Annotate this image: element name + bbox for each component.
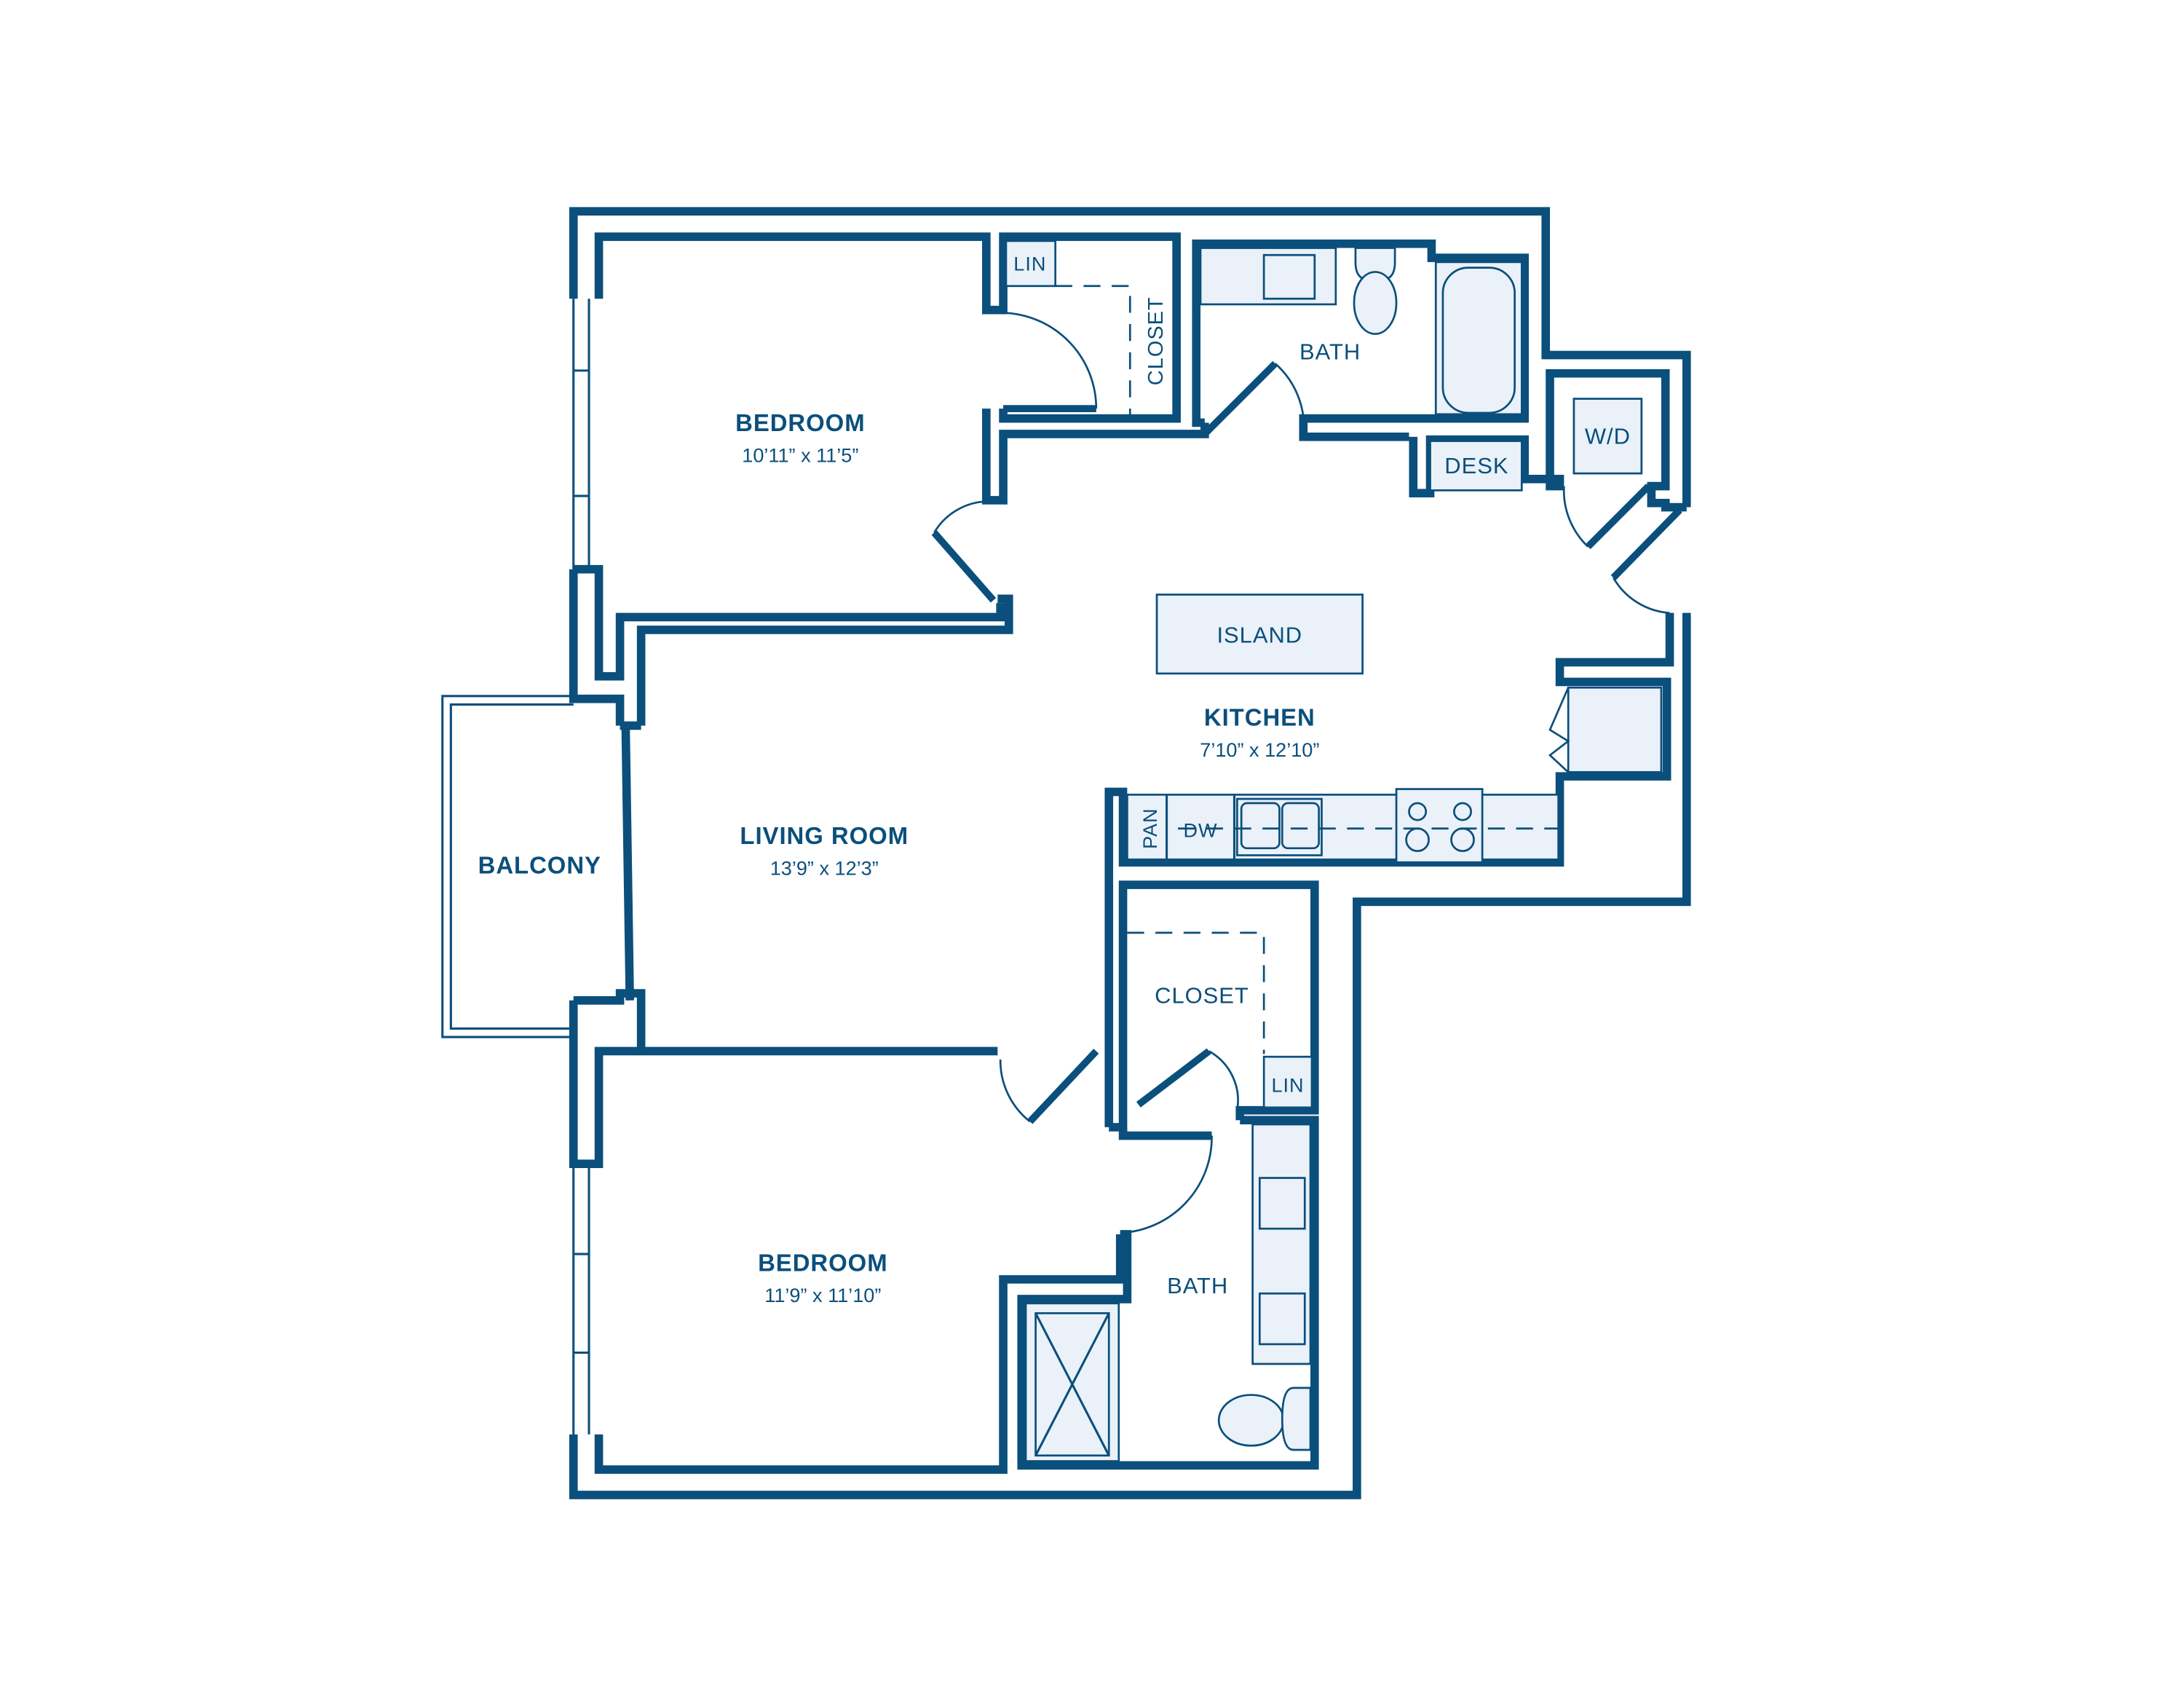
closet-2: LIN CLOSET (1109, 880, 1319, 1132)
linen-shelf-2 (1262, 1055, 1313, 1109)
bath-1-label: BATH (1299, 339, 1361, 364)
desk (1429, 440, 1523, 492)
bedroom-2-label: BEDROOM (758, 1249, 887, 1276)
washer-dryer (1572, 398, 1643, 475)
sink-icon (1262, 253, 1316, 300)
kitchen-island (1155, 593, 1364, 675)
bathtub-icon (1441, 267, 1516, 414)
bedroom-2: BEDROOM 11’9” x 11’10” (758, 1249, 887, 1306)
bedroom-1-label: BEDROOM (735, 409, 865, 436)
kitchen-counter (1126, 793, 1559, 861)
toilet-tank-icon (1281, 1387, 1312, 1451)
refrigerator-icon (1567, 686, 1663, 773)
dishwasher-label: DW (1183, 819, 1217, 841)
living-room-dimensions: 13’9” x 12’3” (770, 857, 879, 880)
living-room: LIVING ROOM 13’9” x 12’3” (740, 822, 1099, 1124)
living-room-label: LIVING ROOM (740, 822, 909, 849)
bedroom-2-dimensions: 11’9” x 11’10” (764, 1284, 881, 1306)
toilet-icon (1353, 271, 1398, 335)
bath-2-label: BATH (1167, 1273, 1228, 1298)
toilet-icon (1217, 1394, 1285, 1447)
closet-1-label: CLOSET (1144, 296, 1168, 385)
kitchen-label: KITCHEN (1204, 703, 1315, 730)
stove-icon (1395, 788, 1484, 864)
bedroom-1: BEDROOM 10’11” x 11’5” (636, 312, 1209, 726)
linen-shelf-1 (1005, 240, 1057, 288)
bath-1: BATH (1192, 239, 1529, 441)
sink-icon (1258, 1292, 1306, 1346)
linen-label-2: LIN (1272, 1074, 1305, 1097)
closet-2-label: CLOSET (1155, 983, 1249, 1009)
island-label: ISLAND (1217, 622, 1303, 647)
balcony-label: BALCONY (478, 852, 601, 879)
pantry-label: PAN (1139, 808, 1161, 849)
washer-dryer-label: W/D (1585, 423, 1631, 449)
balcony: BALCONY (441, 695, 646, 1052)
bedroom-1-dimensions: 10’11” x 11’5” (742, 444, 858, 467)
kitchen-dimensions: 7’10” x 12’10” (1200, 738, 1319, 761)
closet-1: LIN CLOSET (1005, 240, 1168, 416)
kitchen: ISLAND KITCHEN 7’10” x 12’10” PAN DW (1104, 593, 1674, 1127)
exterior-walls (569, 207, 1691, 1499)
bath-2: BATH (1017, 1116, 1319, 1470)
desk-and-laundry: DESK W/D (1409, 368, 1687, 615)
desk-label: DESK (1444, 453, 1508, 478)
linen-label-1: LIN (1013, 253, 1046, 275)
sink-icon (1258, 1177, 1306, 1230)
